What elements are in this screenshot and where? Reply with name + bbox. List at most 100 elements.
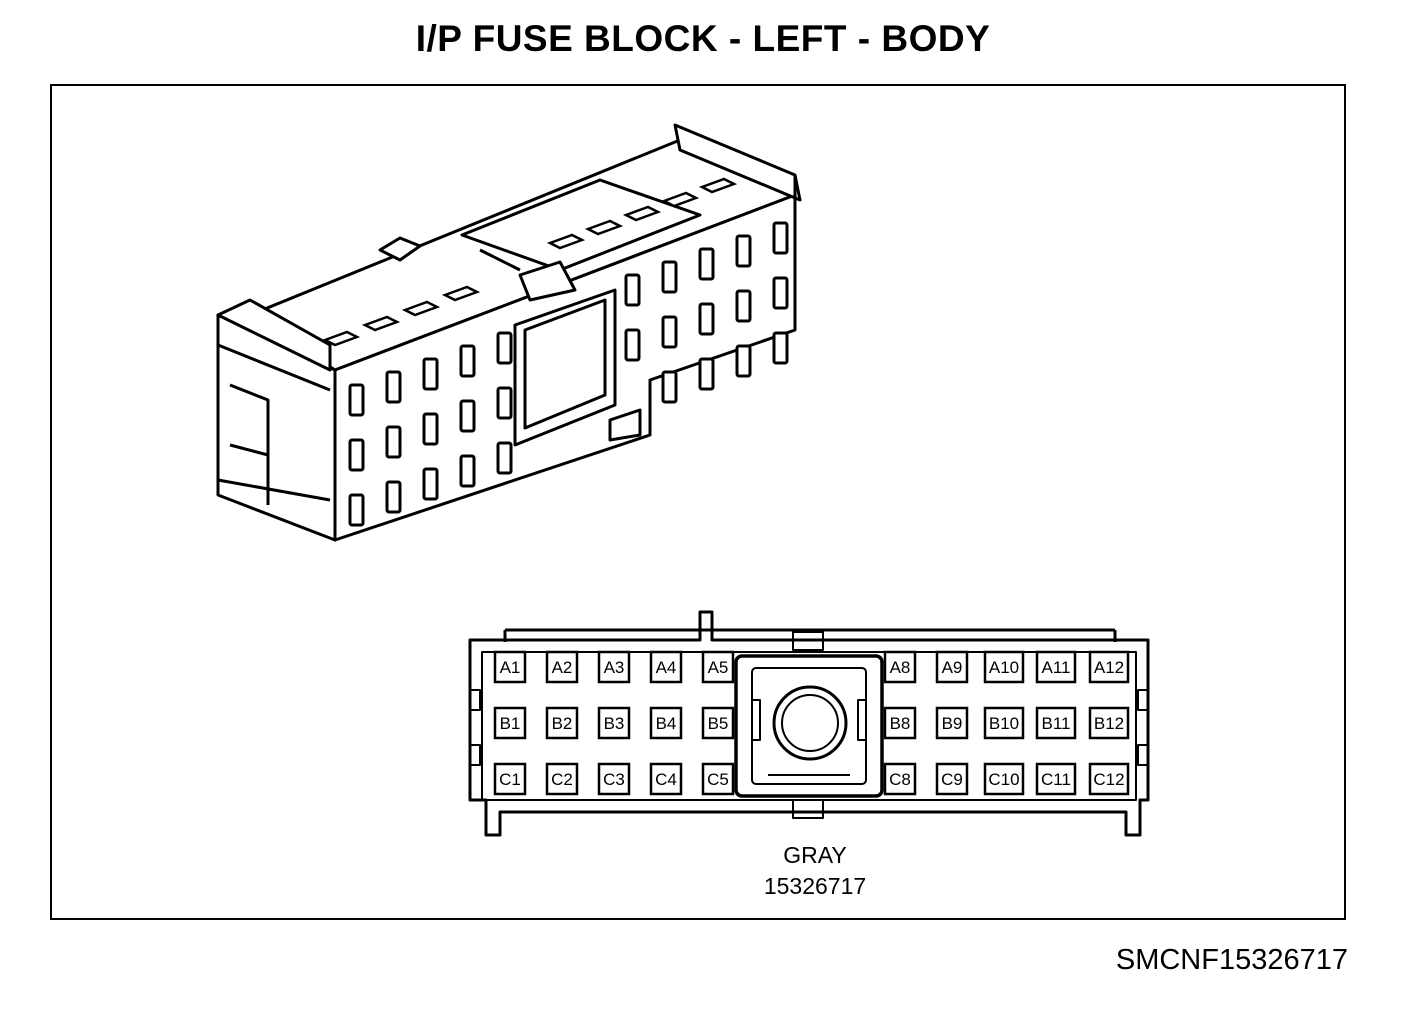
- pin-cavity-outline: [935, 650, 969, 684]
- iso-cavity: [459, 454, 476, 488]
- pin-label: C12: [1093, 770, 1124, 789]
- connector-face-view: [468, 610, 1150, 837]
- iso-top-rib: [321, 330, 361, 347]
- iso-cavity: [496, 441, 513, 475]
- pin-label: C4: [655, 770, 677, 789]
- pin-cavity-outline: [701, 706, 735, 740]
- iso-cavity: [496, 386, 513, 420]
- pin-label: B2: [552, 714, 573, 733]
- pin-label: A2: [552, 658, 573, 677]
- iso-cavity: [348, 493, 365, 527]
- pin-cavity-outline: [597, 706, 631, 740]
- pin-label: C8: [889, 770, 911, 789]
- pin-label: C2: [551, 770, 573, 789]
- pin-cavity: C1: [493, 762, 527, 796]
- iso-cavity: [385, 425, 402, 459]
- pin-label: B1: [500, 714, 521, 733]
- iso-top-rib: [622, 205, 662, 222]
- pin-cavity: A9: [935, 650, 969, 684]
- pin-cavity-outline: [649, 762, 683, 796]
- latch-post-outer: [772, 685, 848, 761]
- iso-cavity: [459, 399, 476, 433]
- latch-post-inner: [781, 694, 839, 752]
- pin-label: C10: [988, 770, 1019, 789]
- pin-cavity-outline: [545, 650, 579, 684]
- pin-label: B8: [890, 714, 911, 733]
- pin-label: A5: [708, 658, 729, 677]
- pin-label: C9: [941, 770, 963, 789]
- iso-cavity: [772, 276, 789, 310]
- pin-cavity-outline: [935, 706, 969, 740]
- iso-top-rib: [698, 177, 738, 194]
- iso-cavity: [422, 412, 439, 446]
- pin-cavity: A3: [597, 650, 631, 684]
- diagram-title: I/P FUSE BLOCK - LEFT - BODY: [415, 18, 991, 59]
- pin-cavity: A1: [493, 650, 527, 684]
- iso-cavity: [496, 331, 513, 365]
- iso-cavity: [348, 383, 365, 417]
- iso-cavity: [385, 480, 402, 514]
- pin-cavity-outline: [649, 650, 683, 684]
- iso-cavity: [385, 370, 402, 404]
- pin-cavity-outline: [883, 650, 917, 684]
- pin-cavity-outline: [701, 650, 735, 684]
- iso-cavity: [624, 273, 641, 307]
- pin-cavity: A12: [1088, 650, 1130, 684]
- pin-cavity: B12: [1088, 706, 1130, 740]
- iso-cavity: [661, 260, 678, 294]
- pin-label: A3: [604, 658, 625, 677]
- pin-cavity: C2: [545, 762, 579, 796]
- pin-label: B4: [656, 714, 677, 733]
- iso-cavity: [661, 315, 678, 349]
- pin-cavity-outline: [597, 762, 631, 796]
- pin-cavity: B2: [545, 706, 579, 740]
- pin-label: A11: [1042, 658, 1071, 677]
- pin-cavity: B5: [701, 706, 735, 740]
- pin-cavity: A5: [701, 650, 735, 684]
- pin-cavity-outline: [1035, 706, 1077, 740]
- pin-cavity-outline: [883, 706, 917, 740]
- pin-cavity: C9: [935, 762, 969, 796]
- pin-cavity-outline: [597, 650, 631, 684]
- pin-cavity: B9: [935, 706, 969, 740]
- pin-label: B3: [604, 714, 625, 733]
- pin-cavity: A11: [1035, 650, 1077, 684]
- pin-label: B9: [942, 714, 963, 733]
- pin-label: A12: [1094, 658, 1124, 677]
- pin-label: C5: [707, 770, 729, 789]
- pin-cavity-outline: [983, 706, 1025, 740]
- iso-top-rib: [441, 285, 481, 302]
- pin-cavity: A8: [883, 650, 917, 684]
- iso-cavity: [698, 357, 715, 391]
- pin-cavity: B3: [597, 706, 631, 740]
- pin-cavity-outline: [1035, 650, 1077, 684]
- pin-cavity: C5: [701, 762, 735, 796]
- iso-cavity: [735, 289, 752, 323]
- iso-cavity: [772, 331, 789, 365]
- pin-cavity: C8: [883, 762, 917, 796]
- pin-label: A8: [890, 658, 911, 677]
- pin-cavity-outline: [545, 706, 579, 740]
- connector-isometric-view: [216, 123, 802, 542]
- pin-cavity-outline: [983, 650, 1025, 684]
- pin-cavity-outline: [701, 762, 735, 796]
- iso-cavity: [459, 344, 476, 378]
- iso-cavity: [698, 302, 715, 336]
- iso-cavity: [772, 221, 789, 255]
- pin-cavity: B11: [1035, 706, 1077, 740]
- diagram-frame: [50, 84, 1346, 920]
- pin-cavity-outline: [545, 762, 579, 796]
- iso-cavity: [422, 467, 439, 501]
- pin-label: A4: [656, 658, 677, 677]
- pin-cavity: C12: [1088, 762, 1130, 796]
- pin-label: A10: [989, 658, 1019, 677]
- pin-cavity-outline: [493, 650, 527, 684]
- iso-cavity: [735, 234, 752, 268]
- pin-cavity-outline: [1088, 706, 1130, 740]
- iso-cavity: [661, 370, 678, 404]
- iso-cavity: [698, 247, 715, 281]
- pin-cavity: B4: [649, 706, 683, 740]
- iso-cavity: [422, 357, 439, 391]
- iso-cavity: [624, 328, 641, 362]
